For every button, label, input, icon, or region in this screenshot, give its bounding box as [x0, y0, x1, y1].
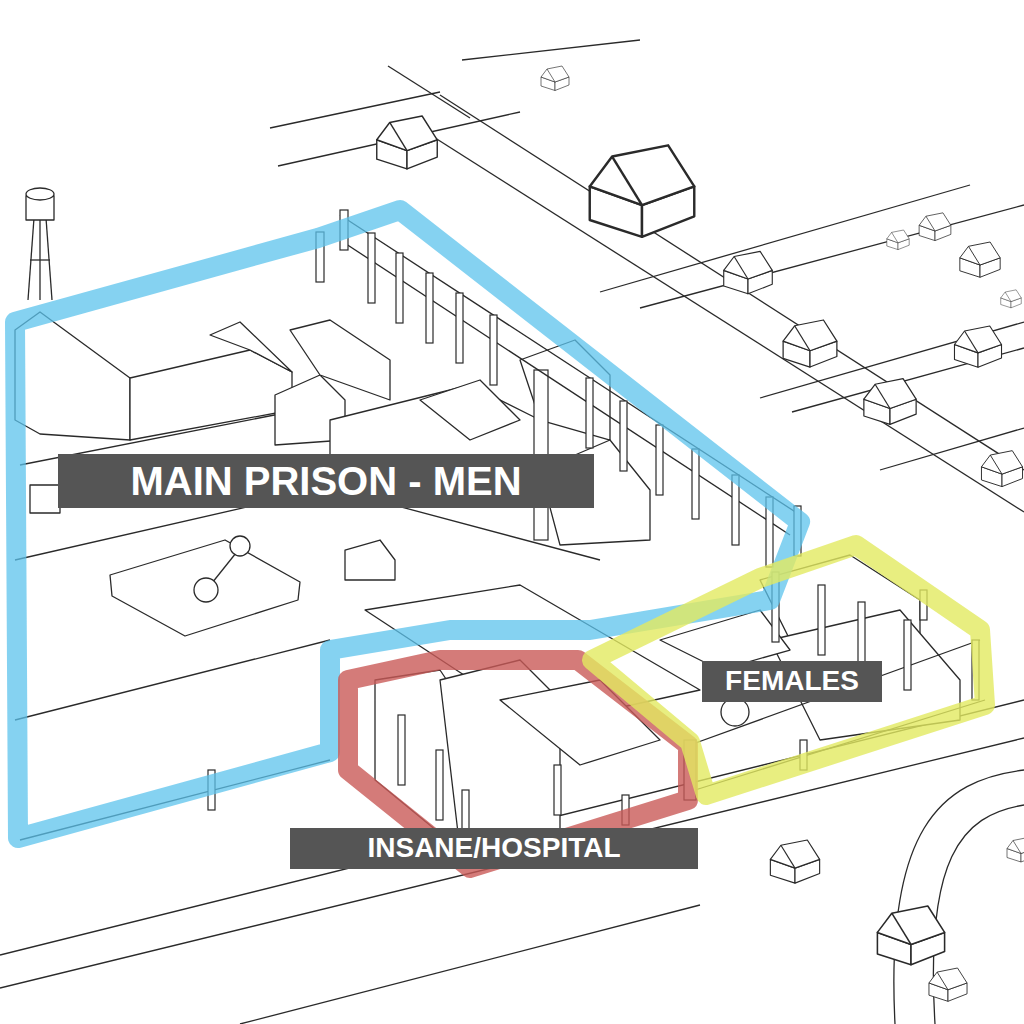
town-houses	[960, 242, 1000, 277]
wall-pillar	[368, 233, 375, 303]
town-houses	[864, 379, 916, 425]
prison-buildings	[15, 312, 130, 440]
water-tower	[30, 259, 50, 260]
wall-pillar	[436, 750, 443, 820]
water-tower	[46, 218, 52, 300]
prison-buildings	[721, 698, 749, 726]
prison-grounds	[230, 536, 250, 556]
wall-pillar	[692, 449, 699, 519]
town-houses	[1007, 838, 1024, 863]
town-houses	[919, 213, 951, 241]
wall-pillar	[426, 273, 433, 343]
town-houses	[981, 451, 1022, 487]
town-houses	[377, 116, 437, 169]
town-houses	[887, 230, 909, 250]
prison-buildings	[290, 320, 390, 400]
town-houses	[954, 326, 1001, 367]
female-region-outline	[592, 545, 985, 795]
region-label: FEMALES	[725, 666, 859, 697]
water-tower	[26, 188, 54, 300]
street-lines	[640, 205, 1024, 308]
street-lines	[462, 40, 640, 60]
wall-pillar	[398, 715, 405, 785]
town-houses	[929, 968, 967, 1001]
region-label: MAIN PRISON - MEN	[130, 459, 521, 503]
prison-wall	[20, 215, 985, 840]
wall-pillar	[456, 293, 463, 363]
wall-pillar	[656, 425, 663, 495]
street-lines	[0, 40, 1024, 1024]
street-lines	[894, 770, 1024, 1024]
wall-pillar	[620, 401, 627, 471]
town-houses	[541, 66, 569, 91]
region-label: INSANE/HOSPITAL	[367, 833, 620, 864]
street-lines	[388, 66, 470, 118]
street-lines	[240, 905, 700, 1024]
water-tower	[28, 218, 34, 300]
wall-pillar	[396, 253, 403, 323]
water-tower	[26, 188, 54, 200]
town-houses	[590, 145, 695, 236]
wall-pillar	[818, 585, 825, 655]
wall-pillar	[554, 765, 561, 815]
wall-pillar	[490, 315, 497, 385]
label-box: INSANE/HOSPITAL	[290, 828, 698, 869]
prison-buildings	[345, 540, 395, 580]
town-houses	[783, 320, 837, 367]
town-houses	[877, 906, 944, 965]
prison-grounds	[110, 540, 300, 636]
water-tower	[39, 218, 40, 300]
town-houses	[1001, 290, 1022, 308]
label-box: FEMALES	[702, 661, 882, 702]
label-box: MAIN PRISON - MEN	[58, 454, 594, 508]
town-houses	[724, 251, 773, 293]
region-outline	[15, 210, 985, 868]
town-houses	[770, 840, 819, 883]
prison-buildings	[440, 660, 560, 850]
prison-grounds	[15, 640, 330, 720]
wall-pillar	[904, 620, 911, 690]
prison-buildings	[130, 350, 292, 440]
prison-grounds	[194, 578, 218, 602]
prison-grounds	[30, 485, 60, 513]
prison-buildings	[15, 312, 960, 850]
prison-buildings	[420, 380, 520, 440]
prison-buildings	[210, 322, 292, 372]
wall-pillar	[586, 378, 593, 448]
